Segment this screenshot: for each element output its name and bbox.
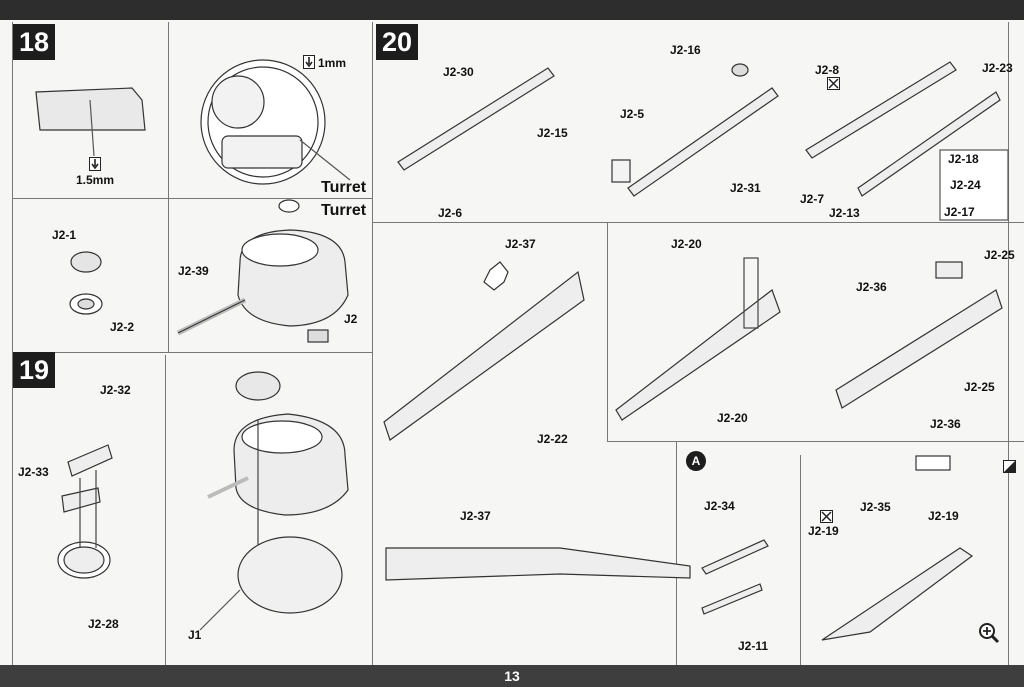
label-j2-20-top: J2-20 bbox=[671, 237, 702, 251]
divider-a-left bbox=[676, 441, 677, 665]
step-number-18: 18 bbox=[13, 24, 55, 60]
label-j2-25-bottom: J2-25 bbox=[964, 380, 995, 394]
label-j1: J1 bbox=[188, 628, 202, 642]
part-j2-35 bbox=[821, 547, 974, 641]
divider-step19-vertical bbox=[165, 355, 166, 665]
label-j2-20-bottom: J2-20 bbox=[717, 411, 748, 425]
label-j2-24: J2-24 bbox=[950, 178, 981, 192]
label-j2-16: J2-16 bbox=[670, 43, 701, 57]
boom-full-assembly bbox=[385, 547, 691, 581]
boom-lattice-left bbox=[383, 270, 585, 441]
label-j2-6: J2-6 bbox=[438, 206, 463, 220]
step-number-19: 19 bbox=[13, 352, 55, 388]
label-j2-36-top: J2-36 bbox=[856, 280, 887, 294]
drill-icon bbox=[89, 157, 101, 171]
sub-assembly-a-badge: A bbox=[686, 451, 706, 471]
footer-bar: 13 bbox=[0, 665, 1024, 687]
label-j2-15: J2-15 bbox=[537, 126, 568, 140]
label-j2-1: J2-1 bbox=[52, 228, 77, 242]
divider-step20-row2 bbox=[607, 441, 1024, 442]
label-j2-32: J2-32 bbox=[100, 383, 131, 397]
label-1-5mm: 1.5mm bbox=[76, 173, 115, 187]
right-border bbox=[1008, 22, 1009, 665]
label-j2-11: J2-11 bbox=[738, 639, 769, 653]
label-j2-22: J2-22 bbox=[537, 432, 568, 446]
divider-step18-vertical bbox=[168, 22, 169, 352]
turret-hatch bbox=[235, 371, 281, 401]
page-number: 13 bbox=[504, 668, 520, 684]
divider-step20-col bbox=[607, 222, 608, 441]
boom-rail-j2-30 bbox=[397, 67, 555, 171]
drill-icon bbox=[303, 55, 315, 69]
label-j2-13: J2-13 bbox=[829, 206, 860, 220]
label-j2-31: J2-31 bbox=[730, 181, 761, 195]
label-j2-5: J2-5 bbox=[620, 107, 645, 121]
label-j2-19-top: J2-19 bbox=[928, 509, 959, 523]
label-j2-34: J2-34 bbox=[704, 499, 735, 513]
top-scan-edge bbox=[0, 0, 1024, 20]
magnify-icon bbox=[979, 623, 1000, 644]
label-j2: J2 bbox=[344, 312, 358, 326]
step-number-20: 20 bbox=[376, 24, 418, 60]
boom-rail-j2-31 bbox=[627, 87, 779, 197]
part-j2-33 bbox=[61, 487, 101, 513]
part-j2-34 bbox=[701, 539, 769, 575]
label-j2-37-bottom: J2-37 bbox=[460, 509, 491, 523]
label-j2-17: J2-17 bbox=[944, 205, 975, 219]
left-border bbox=[12, 22, 13, 665]
divider-step18-19 bbox=[12, 352, 372, 353]
part-j2-1 bbox=[70, 251, 102, 273]
label-j2-33: J2-33 bbox=[18, 465, 49, 479]
label-j2-18: J2-18 bbox=[948, 152, 979, 166]
turret-ring-part bbox=[200, 59, 326, 185]
label-j2-7: J2-7 bbox=[800, 192, 825, 206]
divider-step18-horizontal bbox=[12, 198, 372, 199]
label-1mm: 1mm bbox=[318, 56, 347, 70]
label-turret-1: Turret bbox=[321, 179, 367, 196]
glue-icon bbox=[1003, 460, 1016, 473]
label-j2-35: J2-35 bbox=[860, 500, 891, 514]
turret-body-19 bbox=[233, 413, 349, 516]
label-j2-36-bottom: J2-36 bbox=[930, 417, 961, 431]
label-j2-28: J2-28 bbox=[88, 617, 119, 631]
part-j2-32 bbox=[67, 444, 113, 477]
part-j2-2 bbox=[69, 293, 103, 315]
label-j2-37-top: J2-37 bbox=[505, 237, 536, 251]
label-j2-30: J2-30 bbox=[443, 65, 474, 79]
boom-lattice-middle bbox=[615, 289, 781, 421]
part-j1 bbox=[237, 536, 343, 614]
label-j2-23: J2-23 bbox=[982, 61, 1013, 75]
part-j2-28 bbox=[57, 541, 111, 579]
turret-side-part bbox=[35, 87, 146, 131]
label-turret-2: Turret bbox=[321, 202, 367, 219]
part-j2-11 bbox=[701, 583, 763, 615]
divider-step20-row1 bbox=[372, 222, 1024, 223]
label-j2-39: J2-39 bbox=[178, 264, 209, 278]
divider-a-right bbox=[800, 455, 801, 665]
turret-body bbox=[237, 229, 349, 327]
label-j2-19-left: J2-19 bbox=[808, 524, 839, 538]
no-glue-icon bbox=[820, 510, 833, 523]
label-j2-25-top: J2-25 bbox=[984, 248, 1015, 262]
divider-main-vertical bbox=[372, 22, 373, 665]
no-glue-icon bbox=[827, 77, 840, 90]
label-j2-8: J2-8 bbox=[815, 63, 840, 77]
label-j2-2: J2-2 bbox=[110, 320, 135, 334]
